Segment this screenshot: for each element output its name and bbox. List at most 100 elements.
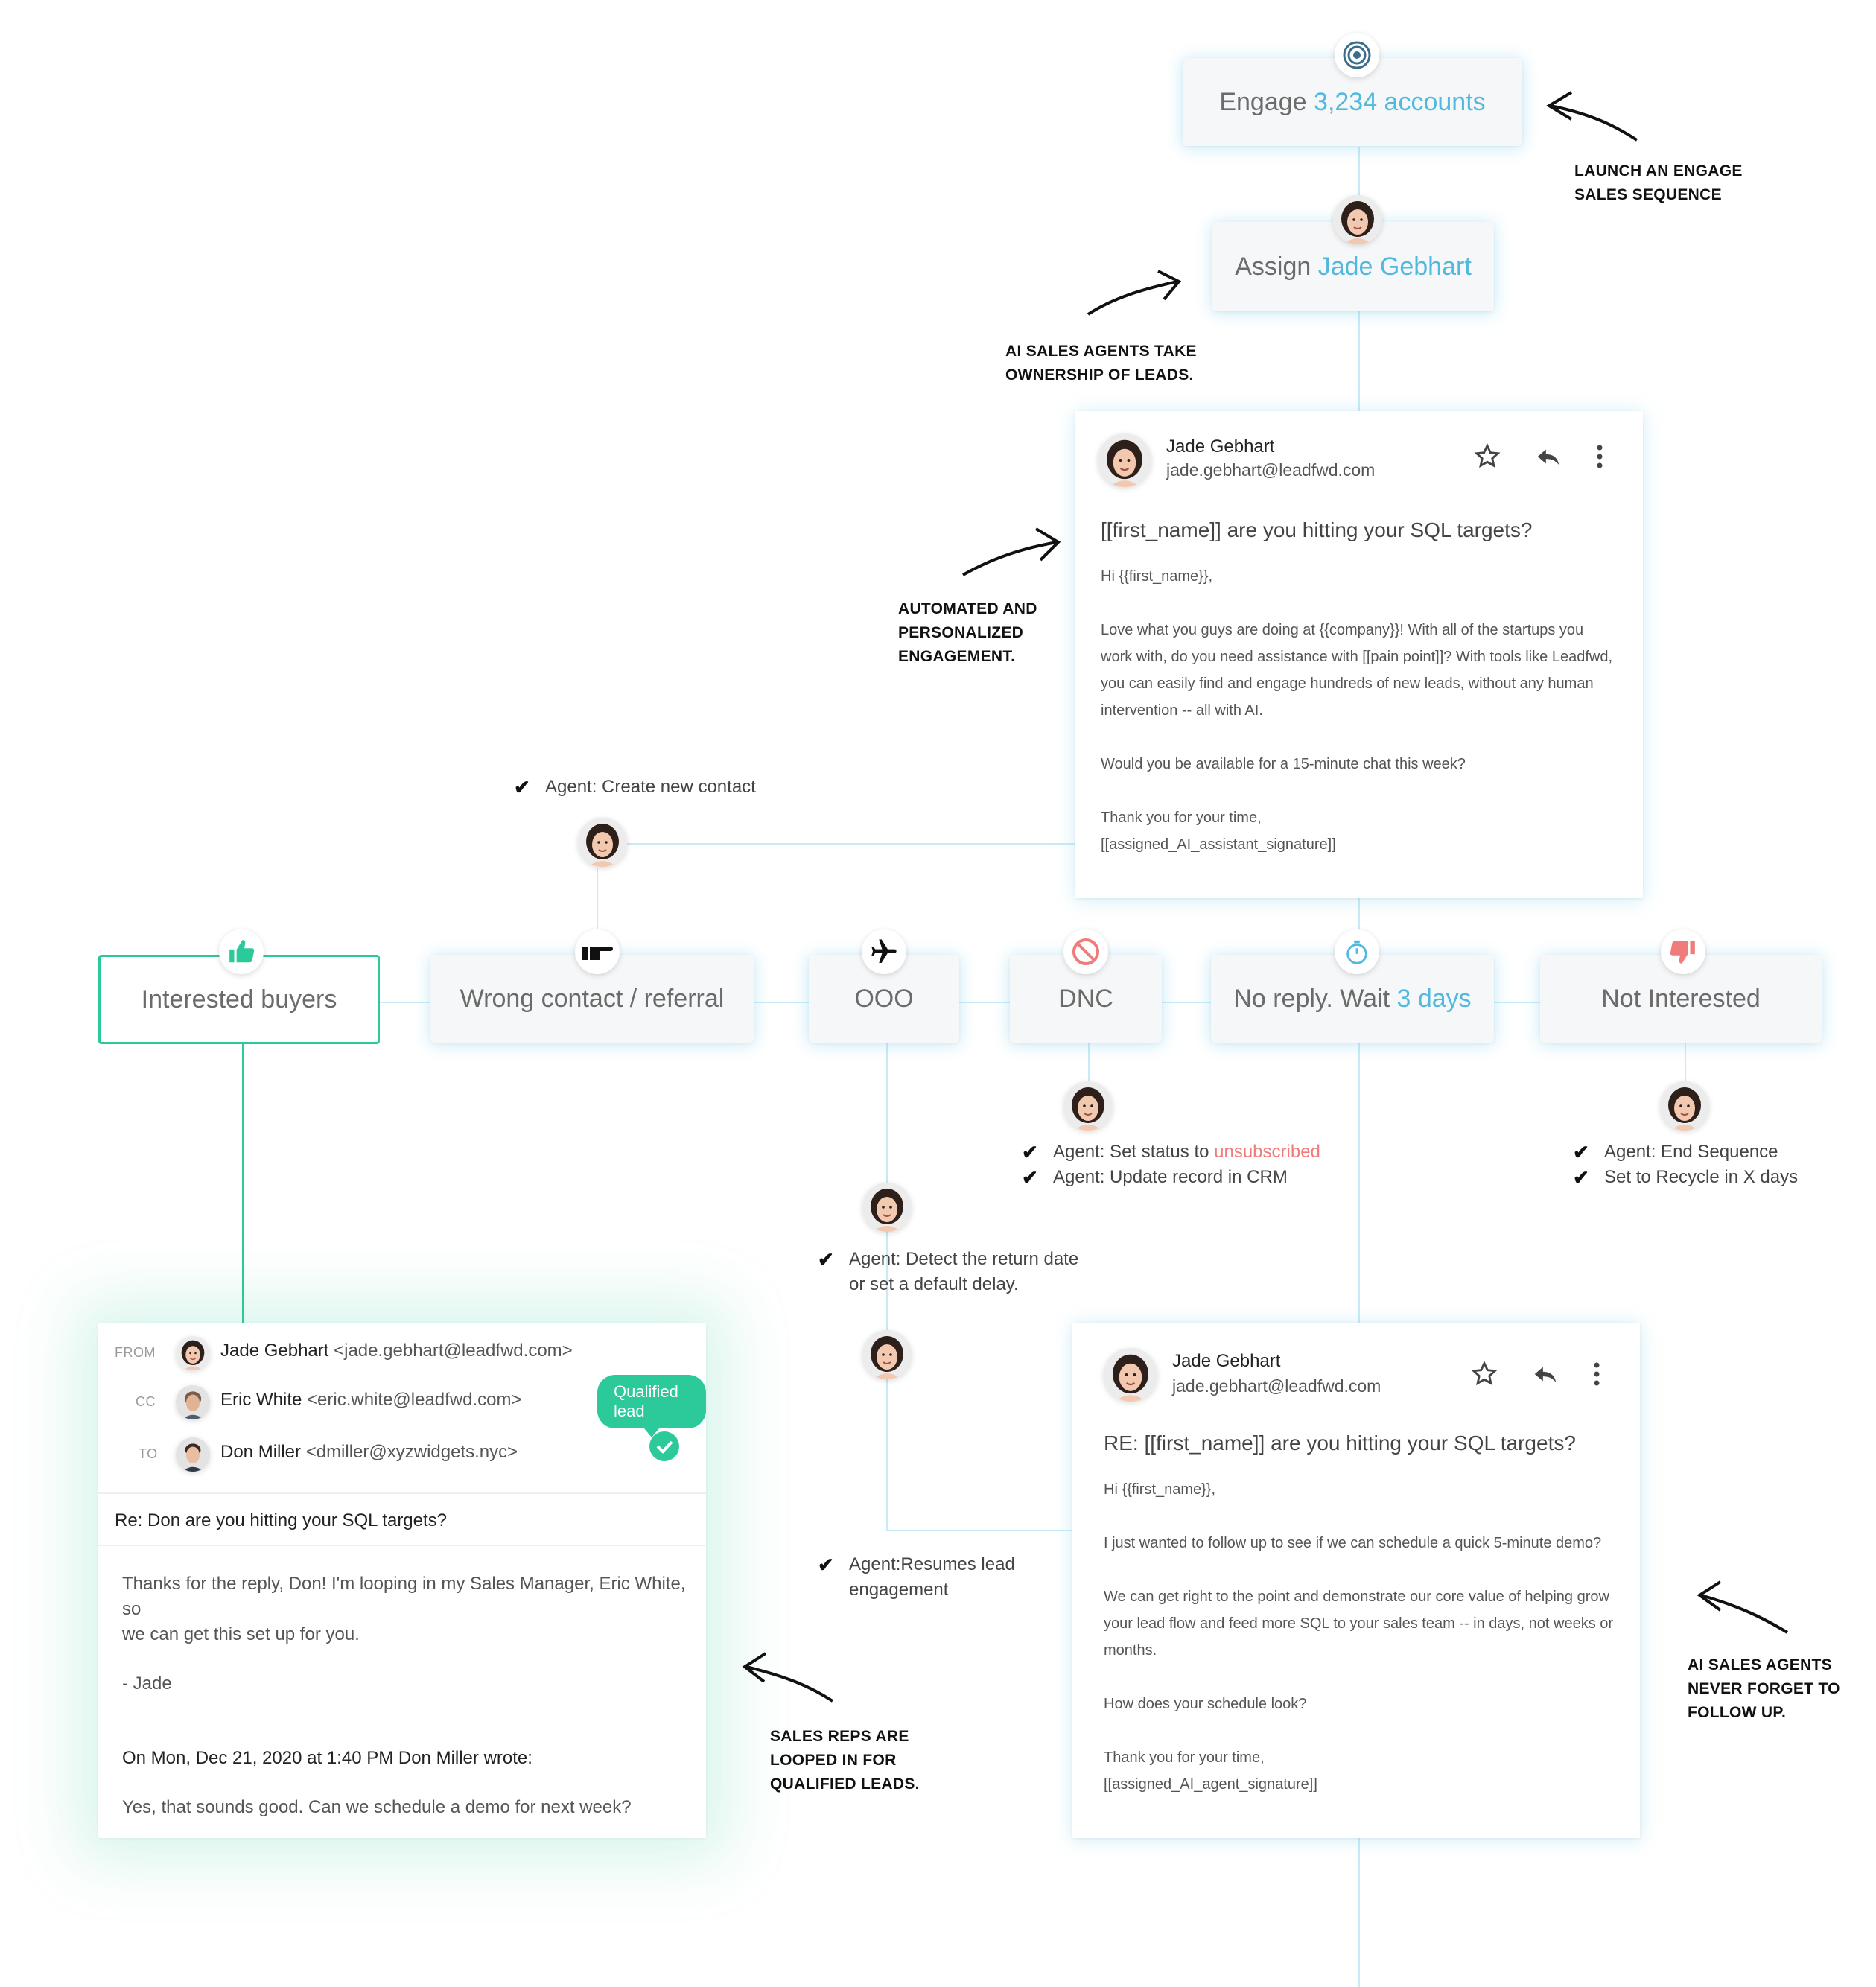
- agent-avatar: [862, 1330, 912, 1379]
- from-name: Jade Gebhart: [220, 1341, 329, 1361]
- check-circle-icon: [649, 1431, 679, 1461]
- email-subject: RE: [[first_name]] are you hitting your …: [1104, 1431, 1576, 1455]
- connector-dnc: [1088, 1043, 1090, 1087]
- reply-icon[interactable]: [1534, 442, 1562, 471]
- email-greeting: Hi {{first_name}},: [1101, 568, 1213, 585]
- email-card-initial[interactable]: Jade Gebhart jade.gebhart@leadfwd.com [[…: [1075, 411, 1643, 898]
- email-body-line: months.: [1104, 1642, 1157, 1659]
- agent-avatar: [578, 818, 627, 867]
- connector-engage-assign: [1358, 147, 1360, 222]
- from-email: <jade.gebhart@leadfwd.com>: [334, 1341, 573, 1361]
- dnc-action-status: ✔Agent: Set status to unsubscribed: [1022, 1141, 1320, 1163]
- connector-bottom: [1358, 1838, 1360, 1987]
- connector-contact-wrong: [597, 868, 598, 957]
- sender-name: Jade Gebhart: [1172, 1351, 1281, 1371]
- sender-email: jade.gebhart@leadfwd.com: [1172, 1376, 1381, 1396]
- star-icon[interactable]: [1470, 1360, 1498, 1388]
- connector-notinterested: [1685, 1043, 1686, 1087]
- email-body-line: We can get right to the point and demons…: [1104, 1589, 1609, 1605]
- connector-email-contact: [627, 843, 1075, 845]
- agent-avatar: [1660, 1081, 1709, 1131]
- agent-avatar: [1063, 1081, 1113, 1131]
- qualified-lead-badge: Qualified lead: [597, 1375, 706, 1437]
- connector-noreply: [1358, 1043, 1360, 1323]
- agent-avatar: [862, 1183, 912, 1232]
- star-icon[interactable]: [1473, 442, 1501, 471]
- to-email: <dmiller@xyzwidgets.nyc>: [305, 1442, 518, 1462]
- cc-avatar: [176, 1385, 210, 1419]
- email-greeting: Hi {{first_name}},: [1104, 1481, 1216, 1498]
- arrow-automated: [962, 527, 1061, 576]
- create-contact-action: ✔Agent: Create new contact: [514, 776, 756, 798]
- connector-assign-email: [1358, 311, 1360, 411]
- agent-avatar: [1098, 433, 1151, 487]
- email-subject: [[first_name]] are you hitting your SQL …: [1101, 518, 1533, 541]
- qualified-lead-card[interactable]: FROM Jade Gebhart <jade.gebhart@leadfwd.…: [98, 1323, 706, 1838]
- email-body-question: How does your schedule look?: [1104, 1696, 1307, 1712]
- qualified-sign: - Jade: [122, 1673, 172, 1694]
- email-body-line: I just wanted to follow up to see if we …: [1104, 1535, 1602, 1551]
- notinterested-action-end: ✔Agent: End Sequence: [1573, 1141, 1778, 1163]
- email-body-line: Love what you guys are doing at {{compan…: [1101, 622, 1584, 638]
- engage-prefix: Engage: [1219, 87, 1307, 116]
- email-body-line: work with, do you need assistance with […: [1101, 649, 1613, 665]
- to-label: TO: [139, 1446, 158, 1461]
- no-entry-icon: [1063, 929, 1108, 974]
- engage-node[interactable]: Engage 3,234 accounts: [1183, 58, 1522, 146]
- notinterested-action-recycle: ✔Set to Recycle in X days: [1573, 1166, 1799, 1189]
- thumbs-down-icon: [1661, 929, 1705, 974]
- agent-avatar: [1333, 195, 1382, 244]
- cc-label: CC: [136, 1394, 156, 1409]
- email-body-line: you can easily find and engage hundreds …: [1101, 675, 1594, 692]
- stopwatch-icon: [1335, 929, 1379, 974]
- assign-prefix: Assign: [1235, 252, 1311, 281]
- more-vertical-icon[interactable]: [1595, 444, 1604, 469]
- pointing-hand-icon: [575, 929, 620, 974]
- email-signoff: Thank you for your time,: [1104, 1749, 1265, 1766]
- sender-name: Jade Gebhart: [1166, 436, 1275, 457]
- airplane-icon: [862, 929, 906, 974]
- email-signoff: Thank you for your time,: [1101, 810, 1262, 826]
- quote-body: Yes, that sounds good. Can we schedule a…: [122, 1797, 632, 1817]
- arrow-launch: [1546, 91, 1638, 142]
- thumbs-up-icon: [219, 929, 264, 974]
- from-label: FROM: [115, 1345, 156, 1360]
- cc-email: <eric.white@leadfwd.com>: [307, 1390, 522, 1410]
- engage-accounts: 3,234 accounts: [1314, 87, 1486, 116]
- email-body-line: intervention -- all with AI.: [1101, 702, 1263, 719]
- connector-email-branches: [1358, 898, 1360, 958]
- email-body-question: Would you be available for a 15-minute c…: [1101, 756, 1466, 772]
- email-card-followup[interactable]: Jade Gebhart jade.gebhart@leadfwd.com RE…: [1072, 1323, 1640, 1838]
- qualified-subject: Re: Don are you hitting your SQL targets…: [115, 1510, 448, 1530]
- email-signature: [[assigned_AI_assistant_signature]]: [1101, 836, 1336, 853]
- qualified-body: we can get this set up for you.: [122, 1624, 360, 1644]
- qualified-body: Thanks for the reply, Don! I'm looping i…: [122, 1574, 686, 1619]
- arrow-looped: [742, 1652, 834, 1703]
- arrow-never-forget: [1697, 1580, 1789, 1634]
- agent-avatar: [176, 1336, 210, 1370]
- target-icon: [1335, 33, 1379, 77]
- assign-agent-name: Jade Gebhart: [1317, 252, 1472, 281]
- check-icon: ✔: [514, 776, 530, 798]
- more-vertical-icon[interactable]: [1592, 1361, 1601, 1387]
- connector-interested-qualified: [242, 1043, 244, 1323]
- connector-ooo: [886, 1043, 888, 1531]
- sender-email: jade.gebhart@leadfwd.com: [1166, 460, 1376, 480]
- email-signature: [[assigned_AI_agent_signature]]: [1104, 1776, 1317, 1793]
- agent-avatar: [1104, 1348, 1157, 1402]
- to-avatar: [176, 1437, 210, 1472]
- quote-header: On Mon, Dec 21, 2020 at 1:40 PM Don Mill…: [122, 1748, 532, 1768]
- connector-ooo-return: [886, 1530, 1072, 1531]
- to-name: Don Miller: [220, 1442, 302, 1462]
- email-body-line: your lead flow and feed more SQL to your…: [1104, 1615, 1614, 1632]
- connector-branch-row: [378, 1002, 1540, 1003]
- cc-name: Eric White: [220, 1390, 302, 1410]
- reply-icon[interactable]: [1531, 1360, 1559, 1388]
